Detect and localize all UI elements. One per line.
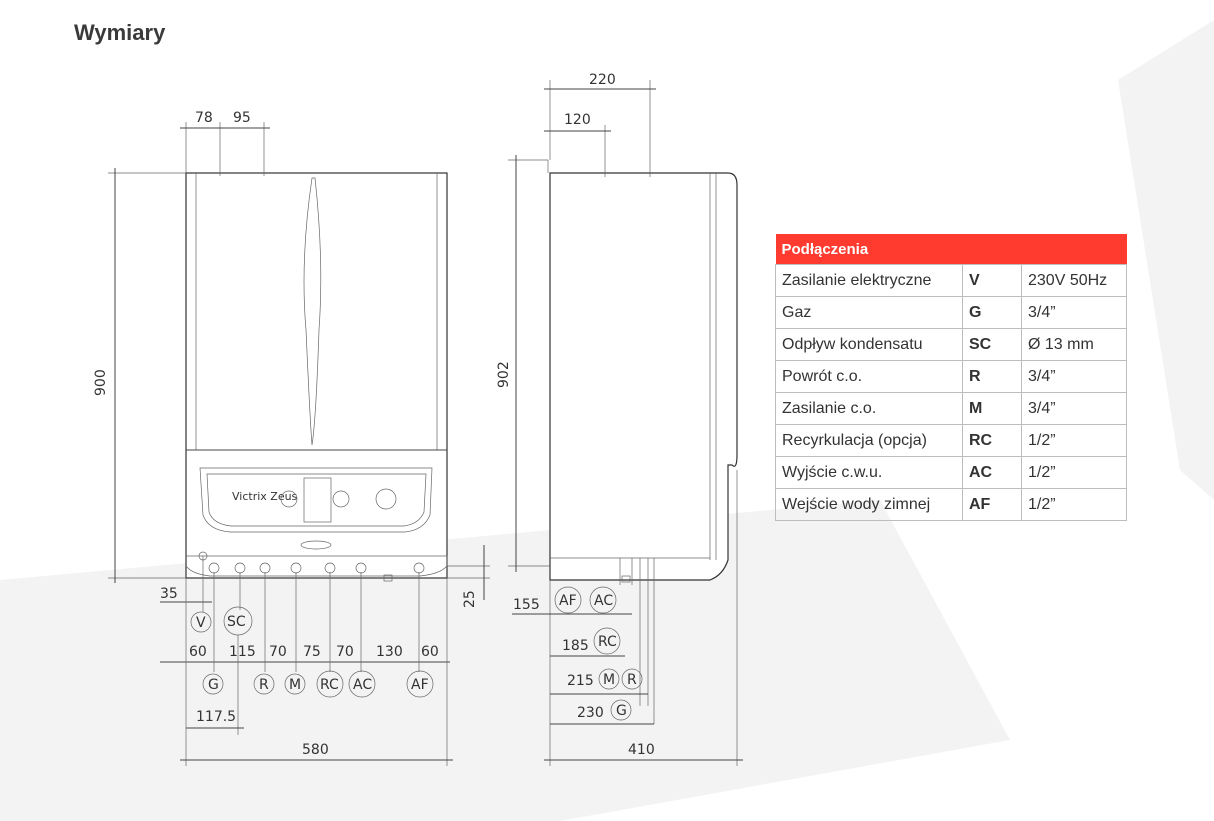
dim-top-95: 95 bbox=[233, 110, 251, 126]
table-row: Odpływ kondensatu SC Ø 13 mm bbox=[775, 328, 1127, 361]
label-side-rc: RC bbox=[598, 634, 617, 650]
front-boiler-body bbox=[185, 172, 448, 579]
label-side-g: G bbox=[616, 703, 627, 719]
label-v: V bbox=[196, 615, 206, 631]
table-row: Zasilanie c.o. M 3/4” bbox=[775, 392, 1127, 425]
dim-spacing-70a: 70 bbox=[269, 644, 287, 660]
connection-name: Zasilanie elektryczne bbox=[775, 264, 963, 297]
table-row: Recyrkulacja (opcja) RC 1/2” bbox=[775, 424, 1127, 457]
dim-height-900: 900 bbox=[93, 369, 109, 396]
label-m: M bbox=[289, 677, 301, 693]
label-side-af: AF bbox=[559, 593, 577, 609]
connection-name: Wejście wody zimnej bbox=[775, 488, 963, 521]
connection-value: 3/4” bbox=[1021, 392, 1127, 425]
connection-name: Powrót c.o. bbox=[775, 360, 963, 393]
dim-depth-120: 120 bbox=[564, 112, 591, 128]
dim-spacing-70b: 70 bbox=[336, 644, 354, 660]
connection-value: 1/2” bbox=[1021, 456, 1127, 489]
connection-name: Odpływ kondensatu bbox=[775, 328, 963, 361]
label-ac: AC bbox=[353, 677, 372, 693]
connection-value: 1/2” bbox=[1021, 424, 1127, 457]
page-title: Wymiary bbox=[74, 20, 166, 45]
label-side-ac: AC bbox=[594, 593, 613, 609]
connection-code: AC bbox=[962, 456, 1022, 489]
connection-code: SC bbox=[962, 328, 1022, 361]
side-boiler-body bbox=[549, 172, 738, 581]
label-sc: SC bbox=[227, 614, 246, 630]
connections-header: Podłączenia bbox=[775, 234, 1127, 265]
dim-height-902: 902 bbox=[496, 361, 512, 388]
dim-spacing-115: 115 bbox=[229, 644, 256, 660]
dim-side-215: 215 bbox=[567, 673, 594, 689]
dim-top-78: 78 bbox=[195, 110, 213, 126]
pressure-gauge-icon bbox=[375, 488, 397, 510]
table-row: Gaz G 3/4” bbox=[775, 296, 1127, 329]
label-g: G bbox=[208, 677, 219, 693]
dim-gas-117-5: 117.5 bbox=[196, 709, 236, 725]
knob-left-icon bbox=[280, 490, 298, 508]
connections-table: Podłączenia Zasilanie elektryczne V 230V… bbox=[775, 234, 1127, 521]
dim-bottom-25: 25 bbox=[462, 590, 478, 608]
table-row: Wyjście c.w.u. AC 1/2” bbox=[775, 456, 1127, 489]
label-r: R bbox=[259, 677, 269, 693]
connection-value: 3/4” bbox=[1021, 296, 1127, 329]
dim-depth-220: 220 bbox=[589, 72, 616, 88]
connection-code: AF bbox=[962, 488, 1022, 521]
connection-name: Zasilanie c.o. bbox=[775, 392, 963, 425]
dim-side-185: 185 bbox=[562, 638, 589, 654]
connection-code: RC bbox=[962, 424, 1022, 457]
side-view: 220 120 902 155 AF AC 185 RC 215 M R bbox=[496, 72, 743, 766]
dim-spacing-60a: 60 bbox=[189, 644, 207, 660]
connection-code: G bbox=[962, 296, 1022, 329]
dim-side-230: 230 bbox=[577, 705, 604, 721]
connection-name: Recyrkulacja (opcja) bbox=[775, 424, 963, 457]
label-side-r: R bbox=[627, 672, 637, 688]
label-af: AF bbox=[411, 677, 429, 693]
connection-value: 230V 50Hz bbox=[1021, 264, 1127, 297]
dim-width-580: 580 bbox=[302, 742, 329, 758]
connection-code: R bbox=[962, 360, 1022, 393]
dim-spacing-60b: 60 bbox=[421, 644, 439, 660]
connection-name: Gaz bbox=[775, 296, 963, 329]
connection-name: Wyjście c.w.u. bbox=[775, 456, 963, 489]
connection-value: 1/2” bbox=[1021, 488, 1127, 521]
dim-spacing-75: 75 bbox=[303, 644, 321, 660]
connection-value: Ø 13 mm bbox=[1021, 328, 1127, 361]
table-row: Wejście wody zimnej AF 1/2” bbox=[775, 488, 1127, 521]
front-groove bbox=[303, 177, 322, 446]
table-row: Powrót c.o. R 3/4” bbox=[775, 360, 1127, 393]
label-side-m: M bbox=[603, 672, 615, 688]
brand-logo-icon bbox=[300, 540, 332, 550]
dim-side-155: 155 bbox=[513, 597, 540, 613]
display-icon bbox=[303, 477, 332, 523]
connection-code: M bbox=[962, 392, 1022, 425]
label-rc: RC bbox=[320, 677, 339, 693]
knob-right-icon bbox=[332, 490, 350, 508]
connection-code: V bbox=[962, 264, 1022, 297]
dim-left-35: 35 bbox=[160, 586, 178, 602]
connection-value: 3/4” bbox=[1021, 360, 1127, 393]
dim-depth-410: 410 bbox=[628, 742, 655, 758]
dim-spacing-130: 130 bbox=[376, 644, 403, 660]
table-row: Zasilanie elektryczne V 230V 50Hz bbox=[775, 264, 1127, 297]
front-view: Victrix Zeus 78 95 900 bbox=[93, 110, 490, 766]
control-panel bbox=[199, 467, 433, 533]
panel-brand-label: Victrix Zeus bbox=[232, 490, 298, 503]
